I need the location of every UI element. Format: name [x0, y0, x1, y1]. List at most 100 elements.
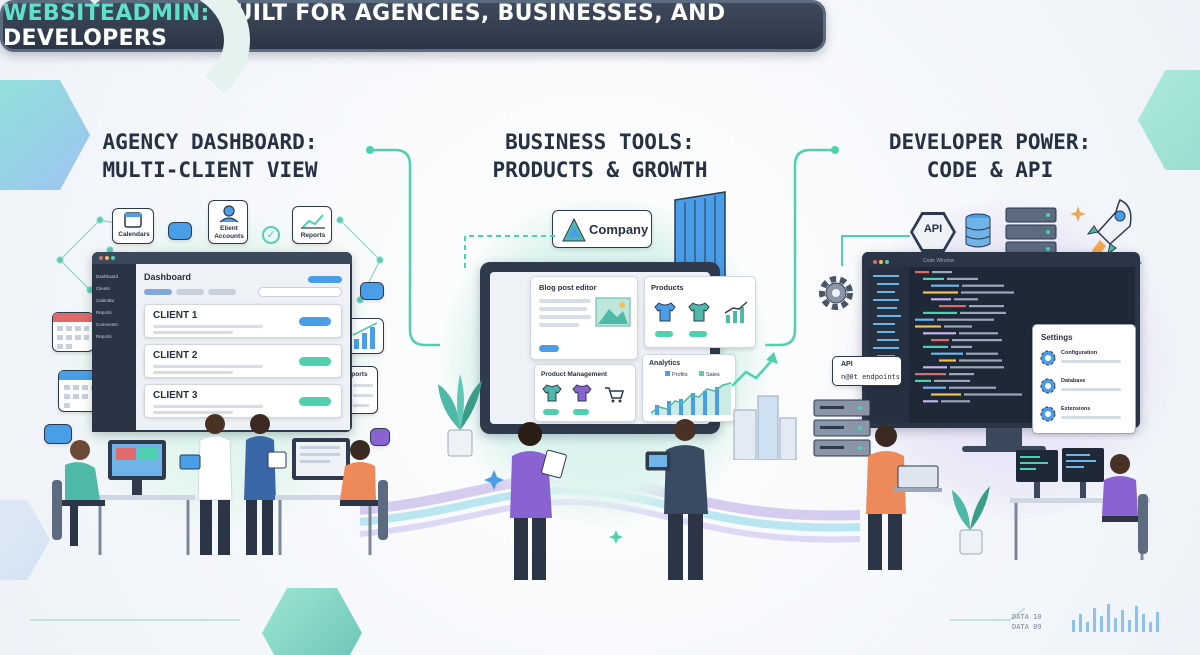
- developer-title: DEVELOPER POWER: CODE & API: [840, 128, 1140, 184]
- code-token: [966, 352, 998, 355]
- sidebar-item[interactable]: Comments: [96, 322, 118, 327]
- settings-gear-icon: [1040, 350, 1056, 366]
- client-card[interactable]: CLIENT 2: [144, 344, 342, 378]
- footer-data-2: DATA 09: [1012, 623, 1042, 631]
- code-token: [954, 298, 978, 301]
- calendars-label: Calendars: [118, 231, 150, 238]
- code-token: [944, 325, 972, 328]
- code-token: [923, 332, 956, 335]
- filter-pill-3[interactable]: [208, 289, 236, 295]
- code-token: [949, 373, 974, 376]
- dev-connector: [841, 235, 910, 266]
- settings-item-label: Extensions: [1061, 406, 1091, 412]
- settings-item[interactable]: Database: [1039, 375, 1131, 399]
- product-pill-2: [689, 331, 707, 337]
- developer-team-illustration: [866, 425, 1150, 570]
- client-status-pill[interactable]: [299, 317, 331, 326]
- top-button[interactable]: [308, 276, 342, 283]
- pm-pill-2: [573, 409, 589, 415]
- code-token: [923, 291, 958, 294]
- client-accounts-label-1: Elient: [220, 225, 238, 232]
- footer-data-1: DATA 10: [1012, 613, 1042, 621]
- api-badge-label: API: [923, 223, 943, 235]
- code-token: [931, 393, 961, 396]
- code-token: [947, 277, 978, 280]
- code-token: [941, 400, 970, 403]
- legend-sales: Sales: [699, 371, 720, 378]
- settings-item[interactable]: Extensions: [1039, 403, 1131, 427]
- database-icon: [965, 213, 991, 248]
- blog-editor-card[interactable]: Blog post editor: [530, 276, 638, 360]
- filter-pill-1[interactable]: [144, 289, 172, 295]
- code-token: [939, 359, 956, 362]
- product-management-label: Product Management: [541, 371, 608, 378]
- products-card[interactable]: Products: [644, 276, 756, 348]
- client-status-pill[interactable]: [299, 357, 331, 366]
- settings-item[interactable]: Configuration: [1039, 347, 1131, 371]
- business-title: BUSINESS TOOLS: PRODUCTS & GROWTH: [450, 128, 750, 184]
- footer-data-labels: DATA 10 DATA 09: [1012, 612, 1042, 632]
- image-placeholder-icon: [595, 297, 631, 327]
- client-name: CLIENT 3: [153, 390, 198, 401]
- publish-button[interactable]: [539, 345, 559, 352]
- developer-title-line2: CODE & API: [926, 158, 1054, 182]
- company-card[interactable]: Company: [552, 210, 652, 248]
- code-token: [931, 339, 949, 342]
- developer-title-line1: DEVELOPER POWER:: [888, 130, 1092, 154]
- code-token: [937, 318, 994, 321]
- code-token: [969, 305, 1004, 308]
- code-token: [934, 379, 970, 382]
- sidebar-item[interactable]: Reports: [96, 310, 112, 315]
- dashboard-search[interactable]: [258, 287, 342, 297]
- code-token: [964, 393, 1022, 396]
- company-connector: [464, 235, 555, 268]
- code-token: [932, 271, 952, 274]
- code-token: [915, 271, 929, 274]
- business-team-illustration: [510, 419, 708, 580]
- code-token: [915, 373, 946, 376]
- code-token: [939, 305, 966, 308]
- product-management-card[interactable]: Product Management: [534, 364, 636, 422]
- api-hex-inner: [913, 215, 953, 249]
- filter-pill-2[interactable]: [176, 289, 204, 295]
- api-card-title: API: [841, 361, 853, 368]
- code-token: [915, 379, 931, 382]
- code-token: [960, 311, 1006, 314]
- agency-title: AGENCY DASHBOARD: MULTI-CLIENT VIEW: [60, 128, 360, 184]
- sidebar-item[interactable]: Clients: [96, 286, 110, 291]
- agency-title-line1: AGENCY DASHBOARD:: [102, 130, 318, 154]
- blog-editor-label: Blog post editor: [539, 283, 597, 292]
- api-endpoints-card[interactable]: API n@0t endpoints: [832, 356, 902, 386]
- client-accounts-label-2: Accounts: [214, 233, 244, 240]
- sidebar-item[interactable]: Dashboard: [96, 274, 119, 279]
- tshirt-teal-icon: [542, 384, 562, 402]
- editor-titlebar: Code Window: [867, 257, 1135, 267]
- code-token: [931, 298, 951, 301]
- client-status-pill[interactable]: [299, 397, 331, 406]
- sidebar-item[interactable]: Calendar: [96, 298, 115, 303]
- client-line: [153, 405, 263, 408]
- sparkle-icons: [484, 470, 623, 544]
- code-token: [923, 400, 938, 403]
- code-token: [950, 366, 1004, 369]
- api-card-text: n@0t endpoints: [841, 373, 901, 381]
- client-accounts-icon: Elient Accounts: [208, 200, 248, 244]
- code-token: [959, 332, 998, 335]
- sidebar-item[interactable]: Reports: [96, 334, 112, 339]
- settings-title: Settings: [1041, 333, 1073, 342]
- code-token: [915, 318, 934, 321]
- settings-gear-icon: [1040, 378, 1056, 394]
- window-titlebar: [92, 252, 352, 264]
- sparkle-orange-icon: [1070, 206, 1086, 222]
- client-card[interactable]: CLIENT 1: [144, 304, 342, 338]
- agency-team-illustration: [52, 414, 388, 555]
- code-token: [923, 386, 946, 389]
- legend-profit: Profits: [665, 371, 688, 378]
- business-title-line2: PRODUCTS & GROWTH: [492, 158, 708, 182]
- analytics-card[interactable]: Analytics Profits Sales: [642, 354, 736, 422]
- gear-icon: [819, 276, 853, 310]
- client-card[interactable]: CLIENT 3: [144, 384, 342, 418]
- analytics-chart: [650, 382, 732, 415]
